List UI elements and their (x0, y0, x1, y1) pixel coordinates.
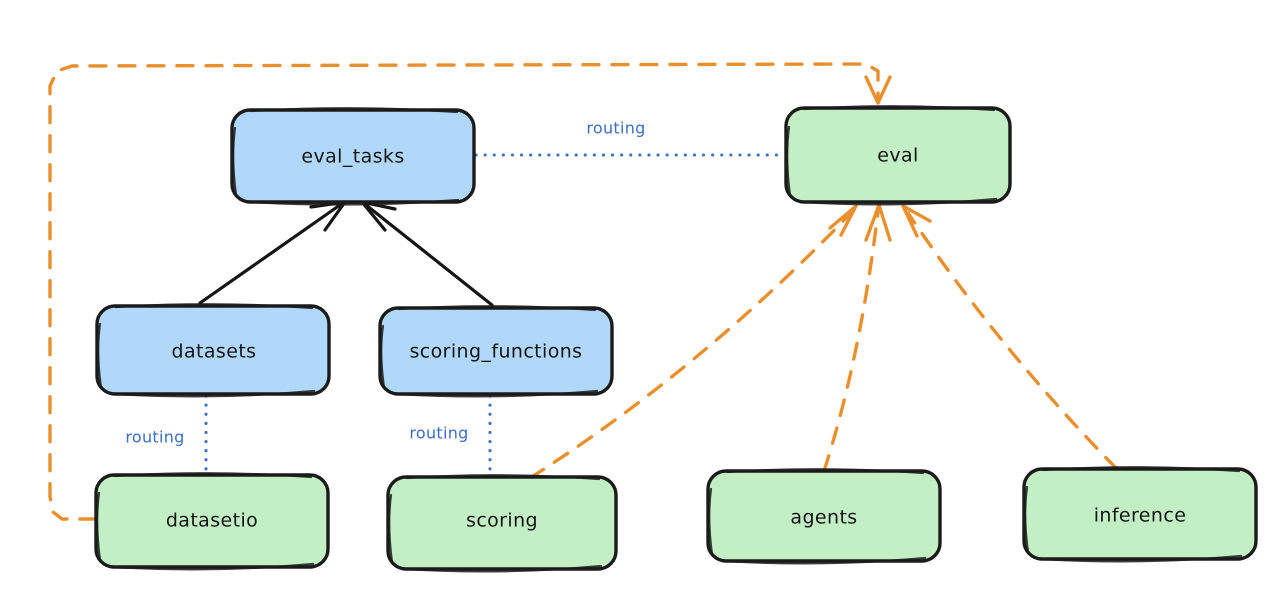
node-layer: eval_tasks eval datasets scoring_functio… (94, 105, 1258, 573)
edge-inference-eval[interactable] (901, 204, 1119, 471)
node-scoring_functions-box (378, 306, 614, 396)
edge-inference-eval-path (906, 211, 1119, 471)
node-agents[interactable]: agents (706, 468, 942, 565)
node-datasets-sketch-overlay (97, 303, 316, 398)
node-scoring_functions-sketch-overlay (380, 305, 599, 398)
node-scoring_functions[interactable]: scoring_functions (378, 305, 614, 398)
edge-label-layer: routing routing routing (125, 119, 645, 447)
node-eval[interactable]: eval (784, 105, 1012, 206)
node-eval-sketch-overlay (786, 105, 998, 206)
edge-scoring_functions-eval_tasks[interactable] (360, 200, 494, 307)
edge-scoring-eval[interactable] (528, 204, 858, 480)
node-datasets-label: datasets (172, 341, 257, 363)
edge-scoring-eval-arrowhead (828, 204, 858, 237)
node-agents-label: agents (790, 507, 857, 529)
node-datasetio[interactable]: datasetio (94, 472, 330, 571)
node-eval-box (784, 106, 1012, 204)
node-agents-sketch-overlay (708, 468, 927, 565)
node-inference-box (1022, 467, 1258, 561)
edge-datasetio-eval-arrowhead (864, 75, 892, 105)
edge-datasets-eval_tasks-path (198, 203, 342, 305)
edge-datasets-eval_tasks[interactable] (198, 200, 347, 305)
node-inference-sketch-overlay (1024, 466, 1243, 563)
node-inference[interactable]: inference (1022, 466, 1258, 563)
edge-agents-eval-path (822, 210, 880, 473)
node-scoring[interactable]: scoring (386, 474, 618, 573)
node-eval_tasks-sketch-overlay (232, 107, 460, 206)
node-eval_tasks[interactable]: eval_tasks (230, 107, 476, 206)
node-eval_tasks-box (230, 108, 476, 204)
node-eval_tasks-label: eval_tasks (301, 146, 404, 168)
node-scoring-box (386, 475, 618, 571)
node-datasetio-box (94, 473, 330, 569)
edge-label-routing-datasets-datasetio: routing (125, 428, 184, 447)
node-datasets[interactable]: datasets (95, 303, 331, 398)
node-inference-label: inference (1094, 505, 1187, 527)
edge-agents-eval[interactable] (822, 203, 892, 473)
edge-scoring-eval-path (528, 211, 853, 480)
edge-inference-eval-arrowhead (901, 204, 932, 238)
node-datasets-box (95, 304, 331, 396)
node-scoring-label: scoring (466, 510, 538, 532)
edge-agents-eval-arrowhead (864, 203, 892, 242)
node-scoring_functions-label: scoring_functions (410, 341, 583, 363)
node-scoring-sketch-overlay (388, 474, 603, 573)
edge-label-routing-scoring_functions-scoring: routing (409, 424, 468, 443)
edge-datasetio-eval[interactable] (48, 62, 892, 521)
node-datasetio-label: datasetio (166, 510, 258, 532)
edge-scoring_functions-eval_tasks-path (364, 203, 494, 307)
edge-label-routing-eval_tasks-eval: routing (586, 119, 645, 138)
node-datasetio-sketch-overlay (96, 472, 315, 571)
node-agents-box (706, 469, 942, 563)
node-eval-label: eval (877, 145, 918, 167)
edge-datasetio-eval-path (48, 62, 880, 521)
